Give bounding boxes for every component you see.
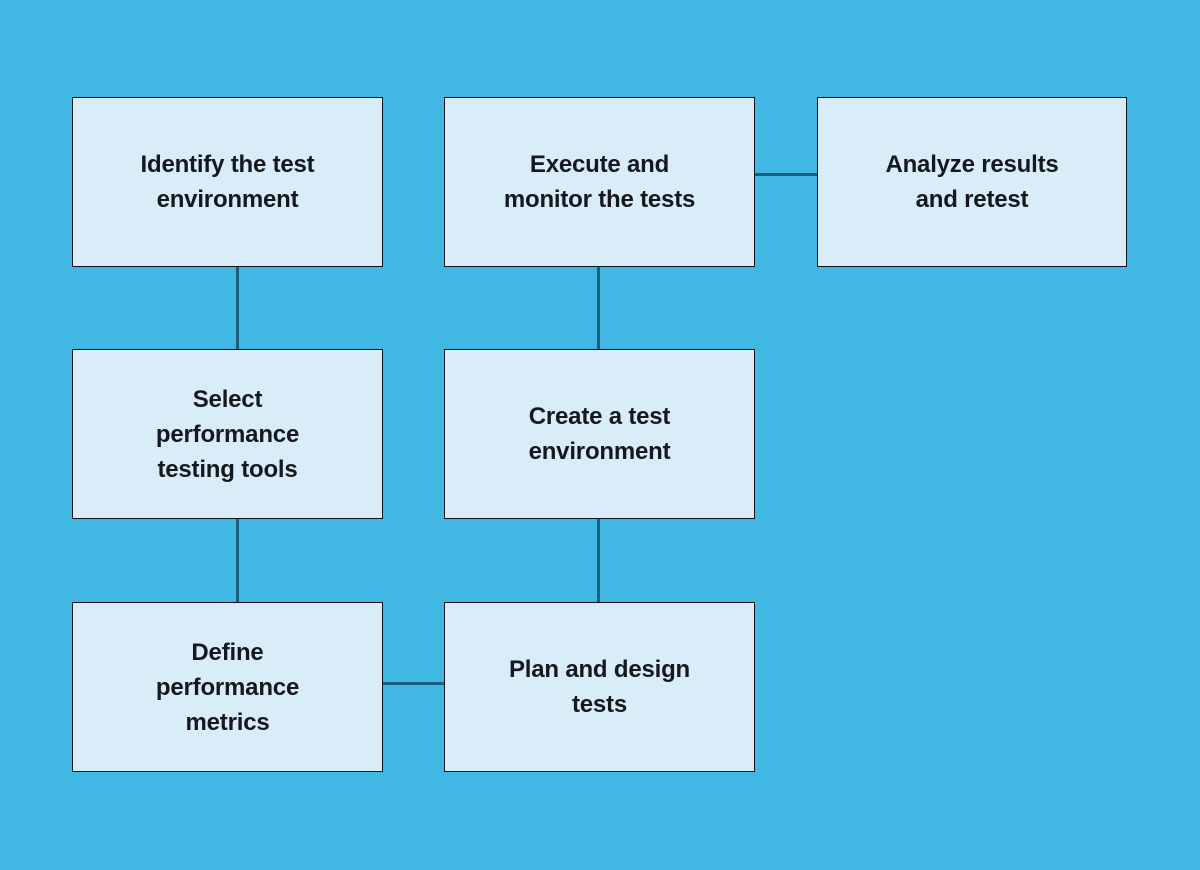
- flow-node-define-performance-metrics: Define performance metrics: [72, 602, 383, 772]
- flow-node-label: Identify the test environment: [140, 151, 315, 213]
- connector-define-to-plan: [383, 682, 444, 685]
- flow-node-create-test-environment: Create a test environment: [444, 349, 755, 519]
- flow-node-label: Define performance metrics: [155, 638, 300, 736]
- connector-select-to-define: [236, 519, 239, 602]
- flow-node-label: Select performance testing tools: [155, 385, 300, 483]
- flow-node-execute-monitor-tests: Execute and monitor the tests: [444, 97, 755, 267]
- flow-node-label: Analyze results and retest: [885, 151, 1059, 213]
- connector-execute-to-analyze: [755, 173, 817, 176]
- connector-identify-to-select: [236, 267, 239, 349]
- flow-node-label: Execute and monitor the tests: [503, 151, 696, 213]
- flow-node-label: Create a test environment: [528, 403, 671, 465]
- flow-node-label: Plan and design tests: [508, 656, 691, 718]
- flow-node-plan-design-tests: Plan and design tests: [444, 602, 755, 772]
- connector-plan-to-create: [597, 519, 600, 602]
- connector-create-to-execute: [597, 267, 600, 349]
- flow-node-identify-test-environment: Identify the test environment: [72, 97, 383, 267]
- flow-node-select-performance-testing-tools: Select performance testing tools: [72, 349, 383, 519]
- flow-node-analyze-results-retest: Analyze results and retest: [817, 97, 1127, 267]
